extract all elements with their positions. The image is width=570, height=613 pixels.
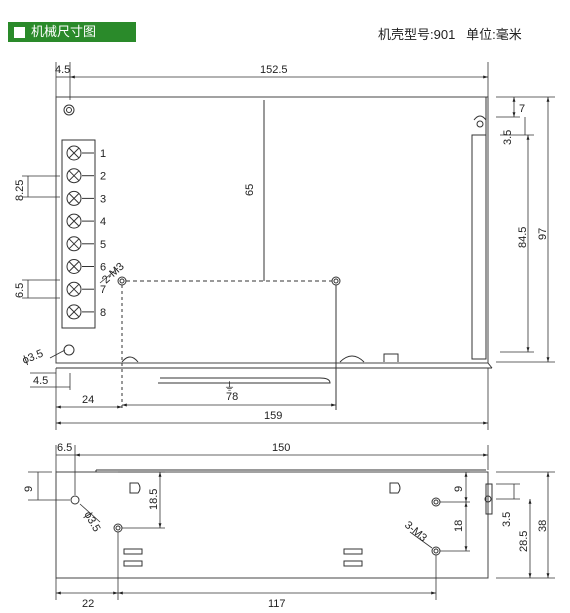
unit-label: 单位:	[466, 27, 496, 42]
dim-side-height-left: 9	[23, 486, 35, 492]
terminal-screw-5	[66, 236, 82, 252]
bottom-clip-left	[121, 356, 139, 363]
dim-width-total: 152.5	[260, 64, 288, 76]
terminal-label-4: 4	[100, 216, 106, 228]
dim-side-offset: 6.5	[57, 442, 72, 454]
vent-slot	[158, 377, 331, 384]
side-view	[55, 469, 493, 579]
dim-terminal-pitch: 8.25	[14, 180, 26, 201]
dim-side-9-right: 9	[453, 486, 465, 492]
dim-height-outer: 97	[537, 228, 549, 240]
vent-mid-1	[343, 548, 363, 555]
terminal-label-5: 5	[100, 239, 106, 251]
bottom-clip-mid	[339, 355, 365, 363]
dim-right-top-hole: 3.5	[502, 130, 514, 145]
side-view-labels: 6.5 150 9 ϕ3.5 18.5 9 18 3-M3 3.5 28.5 3…	[23, 442, 549, 610]
square-icon	[14, 26, 25, 38]
side-hole-dia: ϕ3.5	[81, 510, 102, 535]
side-view-outline	[55, 471, 489, 579]
dim-117: 117	[268, 598, 286, 610]
dim-18: 18	[453, 520, 465, 532]
top-view	[55, 96, 493, 410]
case-info: 机壳型号:901 单位:毫米	[378, 24, 522, 43]
dim-22: 22	[82, 598, 94, 610]
terminal-screw-2	[66, 168, 82, 184]
terminal-screw-1	[66, 145, 82, 161]
side-view-dimensions	[28, 445, 555, 600]
dim-right-top-gap: 7	[519, 103, 525, 115]
case-model-label: 机壳型号:	[378, 27, 434, 42]
terminal-screw-3	[66, 190, 82, 206]
terminal-block	[61, 139, 96, 329]
vent-left-1	[123, 548, 143, 555]
section-title-badge: 机械尺寸图	[8, 22, 136, 42]
dim-24: 24	[82, 394, 94, 406]
dim-18-5: 18.5	[148, 489, 160, 510]
dim-terminal-edge: 6.5	[14, 283, 26, 298]
terminal-label-2: 2	[100, 171, 106, 183]
right-flange	[471, 134, 487, 360]
corner-hole-top	[63, 104, 75, 116]
terminal-label-7: 7	[100, 284, 106, 296]
side-mount-left	[113, 523, 123, 533]
dim-height-inner: 84.5	[517, 227, 529, 248]
terminal-label-6: 6	[100, 262, 106, 274]
terminal-screw-4	[66, 213, 82, 229]
vent-left-2	[123, 560, 143, 567]
terminal-screw-7	[66, 281, 82, 297]
top-view-dimensions	[22, 62, 555, 430]
terminal-screw-8	[66, 304, 82, 320]
mount-hole-left	[117, 276, 127, 286]
dim-bottom-offset: 4.5	[33, 375, 48, 387]
dim-78: 78	[226, 391, 238, 403]
case-model-value: 901	[433, 27, 456, 42]
dim-28-5: 28.5	[518, 531, 530, 552]
section-title: 机械尺寸图	[31, 24, 97, 39]
side-hole-left	[70, 495, 80, 505]
dim-159: 159	[264, 410, 282, 422]
vent-mid-2	[343, 560, 363, 567]
side-mount-right-top	[431, 497, 441, 507]
dim-offset-left: 4.5	[55, 64, 70, 76]
terminals: 1 2 3 4 5 6 7 8	[66, 145, 106, 320]
top-view-outline	[55, 96, 489, 364]
ground-symbol: ⏚	[224, 380, 235, 393]
dim-side-right-hole: 3.5	[501, 512, 513, 527]
side-mount-right-bottom	[431, 546, 441, 556]
dim-hole-to-top: 65	[244, 184, 256, 196]
terminal-label-8: 8	[100, 307, 106, 319]
dim-side-height-total: 38	[537, 520, 549, 532]
terminal-screw-6	[66, 259, 82, 274]
slot-right	[389, 482, 401, 494]
unit-value: 毫米	[495, 27, 522, 42]
mount-hole-right	[331, 276, 341, 286]
terminal-label-1: 1	[100, 148, 106, 160]
terminal-label-3: 3	[100, 193, 106, 205]
corner-hole-bottom	[63, 344, 75, 356]
hole-dia-top: ϕ3.5	[21, 348, 45, 367]
dim-side-width: 150	[272, 442, 290, 454]
slot-left	[129, 482, 141, 494]
mount-label-side: 3-M3	[402, 519, 429, 544]
